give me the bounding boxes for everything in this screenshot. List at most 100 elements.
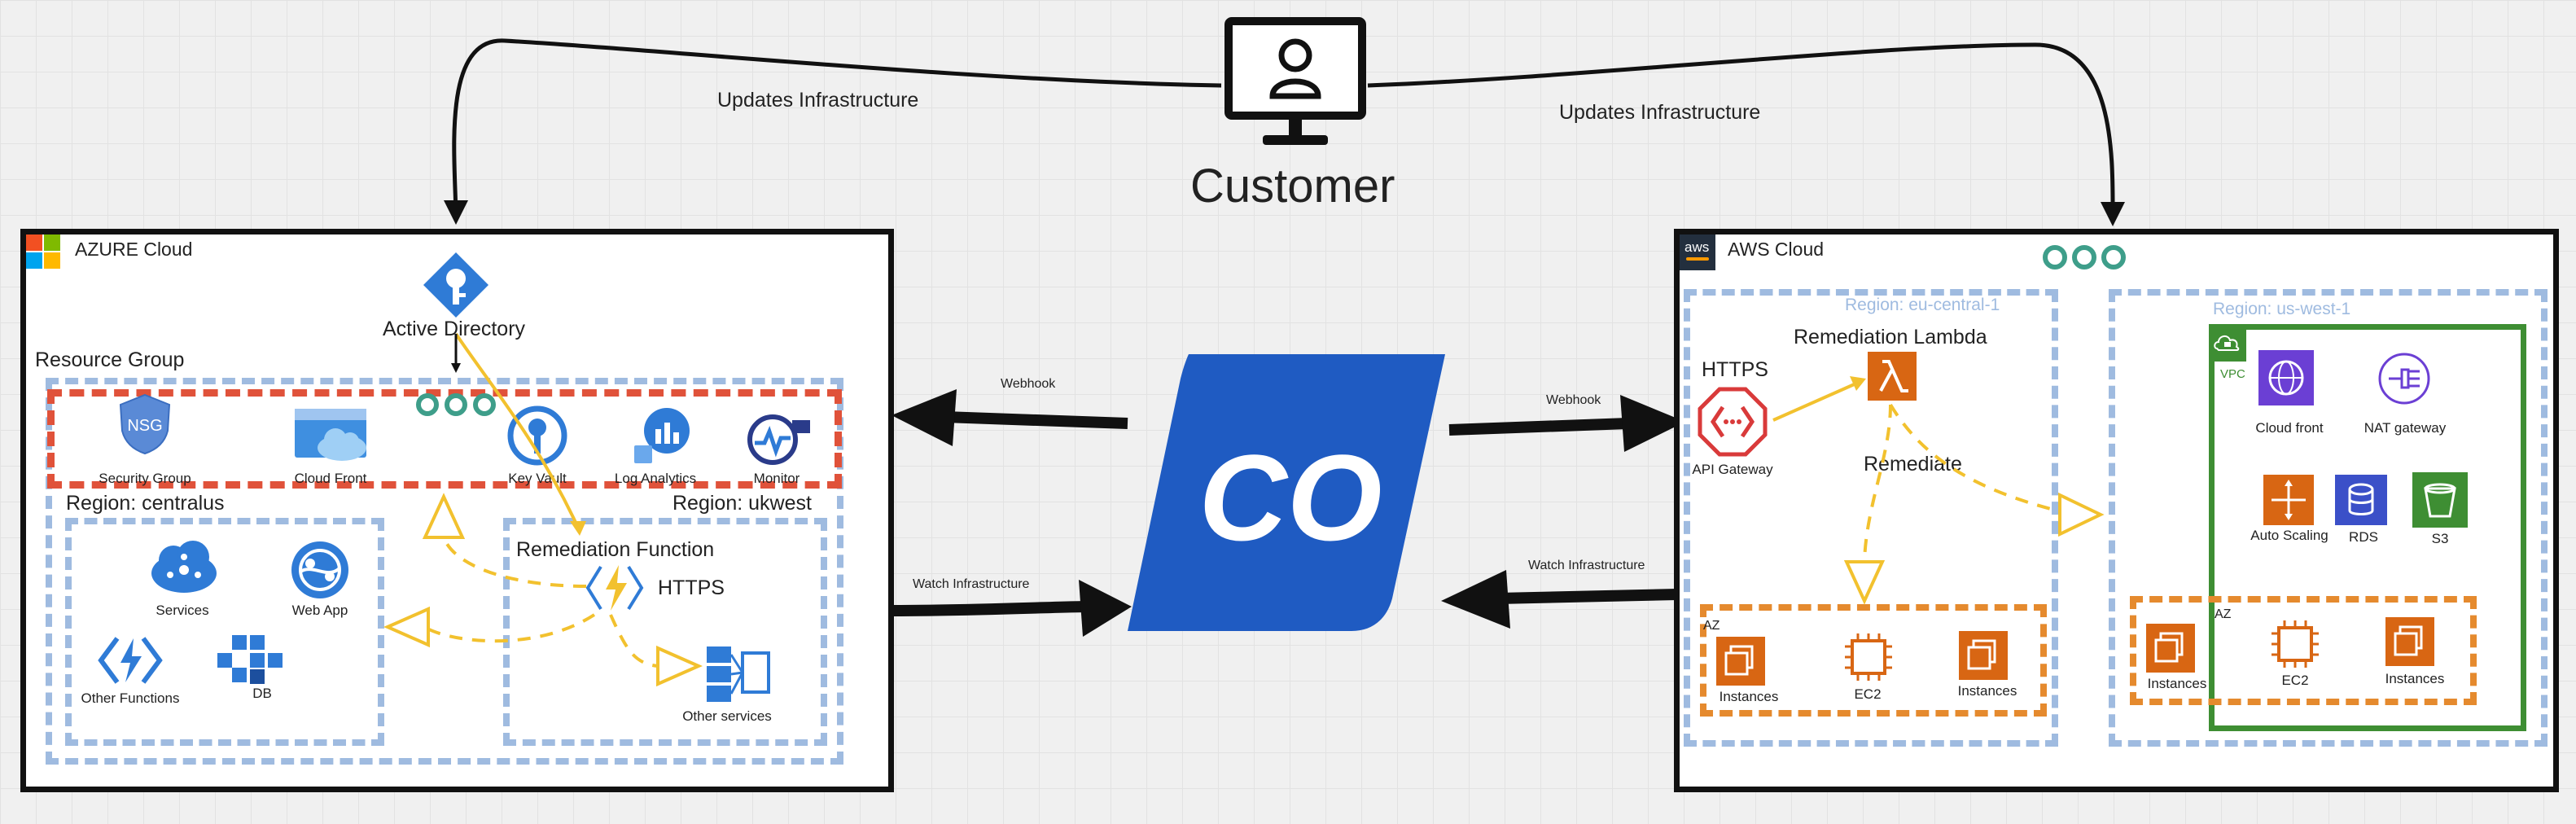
other-services-icon — [707, 646, 770, 702]
services-icon — [151, 541, 217, 593]
us-ec2-icon — [2272, 620, 2319, 668]
webhook-left-label: Webhook — [1001, 377, 1056, 391]
region-ukwest-label: Region: ukwest — [672, 492, 812, 515]
vpc-container — [2209, 324, 2526, 731]
azure-cloud-title: AZURE Cloud — [75, 239, 193, 260]
us-instances-2-label: Instances — [2385, 671, 2445, 686]
remediation-lambda-label: Remediation Lambda — [1794, 326, 1987, 348]
az-us-label: AZ — [2215, 607, 2232, 621]
az-eu-container — [1700, 604, 2047, 717]
nat-gateway-label: NAT gateway — [2364, 420, 2447, 436]
services-label: Services — [156, 603, 209, 618]
auto-scaling-icon — [2263, 475, 2314, 525]
aws-logo-icon: aws — [1680, 234, 1715, 270]
az-us-container — [2130, 596, 2477, 705]
web-app-label: Web App — [291, 603, 348, 618]
webhook-right-label: Webhook — [1546, 393, 1601, 407]
aws-cloud-front-icon — [2258, 350, 2314, 405]
log-analytics-label: Log Analytics — [614, 471, 697, 486]
region-centralus-container — [65, 518, 384, 746]
az-eu-label: AZ — [1703, 619, 1720, 633]
region-us-container — [2109, 289, 2548, 747]
web-app-icon — [291, 541, 348, 598]
api-gateway-icon — [1698, 387, 1768, 457]
lambda-icon — [1868, 352, 1917, 401]
region-us-label: Region: us-west-1 — [2213, 300, 2351, 318]
azure-cloud-container — [20, 229, 894, 792]
updates-infra-right-label: Updates Infrastructure — [1559, 101, 1761, 124]
svg-text:NSG: NSG — [127, 417, 162, 435]
aws-connector-rings-icon — [2043, 245, 2126, 270]
active-directory-icon — [423, 252, 488, 318]
aws-cloud-front-label: Cloud front — [2255, 420, 2324, 436]
watch-left-label: Watch Infrastructure — [913, 577, 1030, 591]
us-instances-1-label: Instances — [2147, 676, 2207, 691]
region-ukwest-container — [503, 518, 827, 746]
microsoft-logo-icon — [26, 234, 60, 269]
customer-to-aws-arrow — [1367, 42, 2126, 226]
svg-text:CO: CO — [1199, 429, 1382, 566]
monitor-label: Monitor — [753, 471, 800, 486]
region-eu-container — [1684, 289, 2058, 747]
customer-monitor-icon — [1224, 17, 1366, 145]
region-eu-label: Region: eu-central-1 — [1845, 296, 2000, 314]
eu-instances-1-label: Instances — [1719, 689, 1779, 704]
ad-to-remediation-flow — [454, 332, 580, 528]
azure-flow-layer — [383, 332, 703, 687]
aws-https-label: HTTPS — [1702, 358, 1768, 381]
fn-to-other-services-flow — [609, 614, 659, 668]
resource-group-container — [46, 378, 843, 765]
db-label: DB — [252, 686, 272, 701]
lambda-to-us-flow — [1889, 403, 2061, 513]
eu-ec2-icon — [1845, 633, 1892, 681]
eu-instances-2-label: Instances — [1957, 683, 2017, 699]
aws-cloud-container — [1674, 229, 2559, 792]
log-analytics-icon — [634, 408, 690, 463]
s3-icon — [2412, 472, 2468, 528]
lambda-to-az-flow — [1863, 404, 1892, 563]
us-ec2-label: EC2 — [2281, 673, 2309, 688]
resource-group-label: Resource Group — [35, 348, 185, 371]
rds-icon — [2335, 475, 2387, 525]
s3-label: S3 — [2431, 531, 2449, 546]
watch-right-arrow — [1497, 589, 1678, 604]
global-services-container — [47, 389, 842, 489]
region-centralus-label: Region: centralus — [66, 492, 225, 515]
webhook-left-arrow — [944, 411, 1128, 429]
rds-label: RDS — [2349, 529, 2378, 545]
watch-left-arrow — [891, 601, 1092, 616]
fn-to-keyvault-flow — [442, 537, 587, 588]
azure-https-label: HTTPS — [658, 576, 725, 599]
webhook-right-arrow — [1448, 418, 1629, 436]
customer-to-azure-arrow — [443, 38, 1222, 225]
vpc-cloud-icon — [2209, 324, 2246, 362]
active-directory-label: Active Directory — [383, 318, 526, 340]
connector-rings-icon — [416, 393, 496, 416]
remediation-function-icon — [585, 565, 644, 611]
remediation-function-label: Remediation Function — [516, 538, 715, 561]
watch-right-label: Watch Infrastructure — [1528, 559, 1645, 572]
vpc-label: VPC — [2220, 367, 2245, 381]
co-logo-icon: CO — [1128, 354, 1445, 631]
fn-to-webapp-flow — [427, 613, 596, 643]
key-vault-icon — [507, 405, 567, 466]
nsg-shield-icon: NSG — [119, 393, 171, 455]
customer-label: Customer — [1190, 160, 1395, 213]
monitor-icon — [747, 414, 810, 465]
updates-infra-left-label: Updates Infrastructure — [717, 89, 919, 112]
other-functions-label: Other Functions — [81, 690, 180, 706]
nat-gateway-icon — [2378, 353, 2430, 405]
cloud-front-azure-label: Cloud Front — [294, 471, 367, 486]
other-services-label: Other services — [682, 708, 772, 724]
api-to-lambda-flow — [1772, 381, 1859, 422]
us-instances-1-icon — [2146, 624, 2195, 673]
us-instances-2-icon — [2385, 617, 2434, 666]
auto-scaling-label: Auto Scaling — [2250, 528, 2328, 543]
db-icon — [217, 635, 283, 684]
aws-cloud-title: AWS Cloud — [1728, 239, 1825, 260]
aws-flow-layer — [1772, 376, 2105, 605]
eu-ec2-label: EC2 — [1854, 686, 1882, 702]
eu-instances-1-icon — [1716, 637, 1765, 686]
remediate-label: Remediate — [1864, 453, 1962, 476]
api-gateway-label: API Gateway — [1692, 462, 1773, 477]
